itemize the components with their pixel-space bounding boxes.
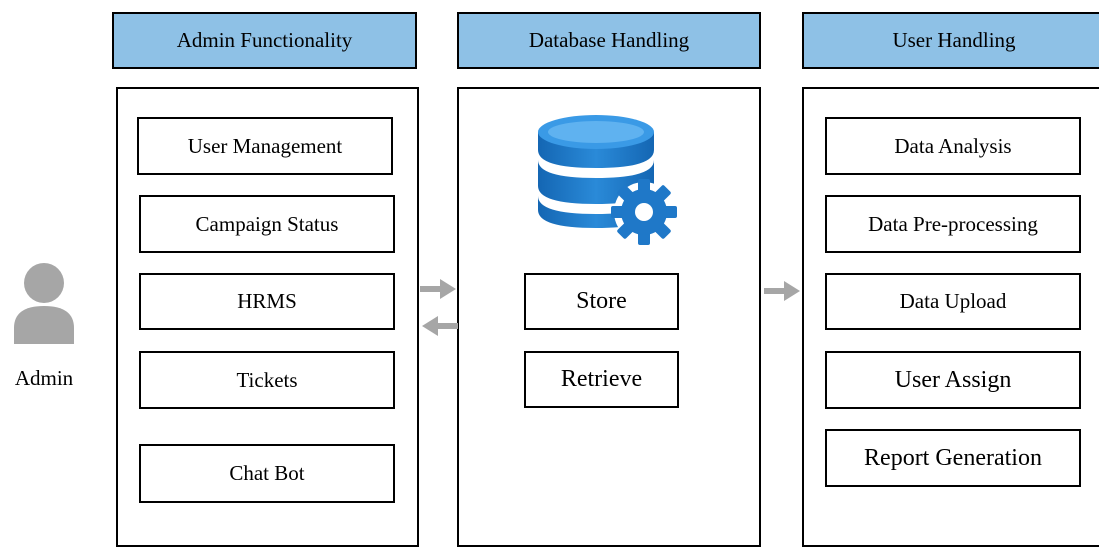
item-store: Store [524, 273, 679, 330]
arrow-right-to-database [420, 279, 456, 299]
database-gear-icon [532, 110, 684, 250]
item-label: Data Pre-processing [868, 211, 1038, 236]
admin-label: Admin [14, 366, 74, 390]
item-user-assign: User Assign [825, 351, 1081, 409]
admin-actor: Admin [6, 262, 82, 392]
item-label: Data Analysis [894, 133, 1012, 158]
item-label: Chat Bot [229, 461, 305, 485]
item-report-generation: Report Generation [825, 429, 1081, 487]
item-label: User Management [187, 133, 343, 158]
item-label: Tickets [236, 367, 298, 392]
item-data-pre-processing: Data Pre-processing [825, 195, 1081, 253]
header-label: User Handling [892, 28, 1016, 52]
item-label: Data Upload [899, 289, 1007, 313]
item-chat-bot: Chat Bot [139, 444, 395, 503]
arrow-left-from-database [422, 316, 458, 336]
item-label: Retrieve [560, 366, 643, 392]
item-data-upload: Data Upload [825, 273, 1081, 330]
item-label: HRMS [237, 289, 297, 313]
user-icon [14, 263, 74, 344]
item-user-management: User Management [137, 117, 393, 175]
item-label: User Assign [894, 366, 1012, 393]
item-retrieve: Retrieve [524, 351, 679, 408]
item-campaign-status: Campaign Status [139, 195, 395, 253]
header-label: Admin Functionality [176, 28, 353, 52]
item-tickets: Tickets [139, 351, 395, 409]
item-label: Campaign Status [195, 211, 339, 236]
header-label: Database Handling [528, 28, 690, 52]
header-database-handling: Database Handling [457, 12, 761, 69]
header-user-handling: User Handling [802, 12, 1099, 69]
item-hrms: HRMS [139, 273, 395, 330]
item-label: Store [576, 288, 627, 314]
item-label: Report Generation [864, 444, 1042, 471]
arrow-right-to-user-handling [764, 281, 800, 301]
item-data-analysis: Data Analysis [825, 117, 1081, 175]
header-admin-functionality: Admin Functionality [112, 12, 417, 69]
